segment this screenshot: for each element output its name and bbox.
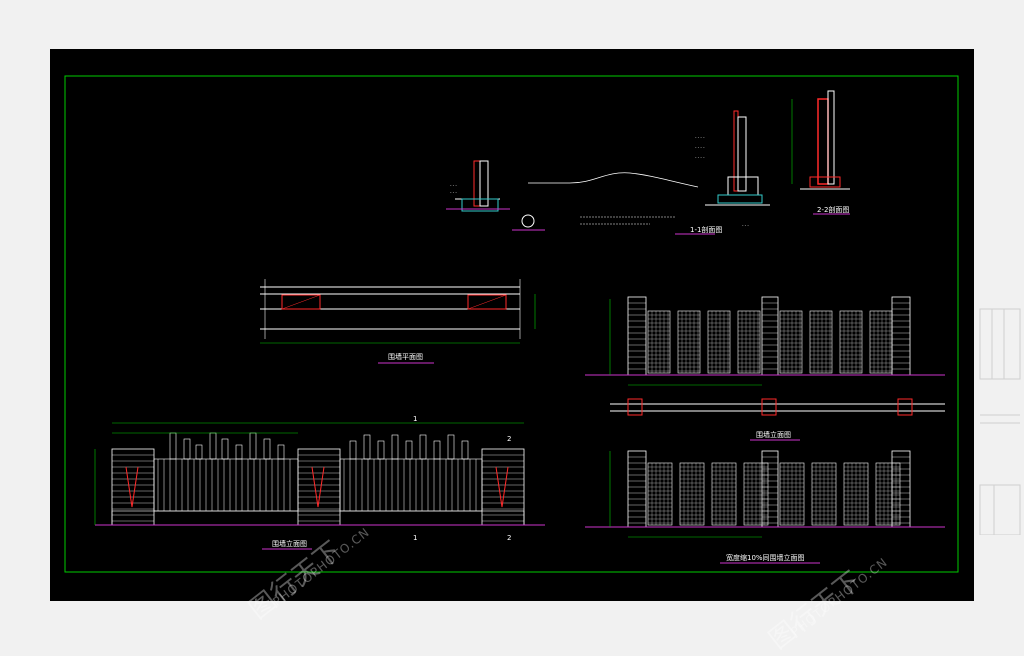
svg-text:- - - -: - - - - [695,155,705,160]
notes-text [580,216,675,225]
section-mark-1-bottom: 1 [413,534,417,542]
plan-strip [610,398,945,441]
label-section-2-2: 2-2剖面图 [817,205,849,214]
label-section-1-1: 1-1剖面图 [690,225,722,234]
svg-text:- - -: - - - [450,183,457,188]
section-mark-2: 2 [507,435,511,443]
section-detail-1-1: - - - - - - - - - - - - - - - [675,110,770,235]
wall-plan [260,279,536,364]
wall-elevation-right [585,296,945,386]
section-mark-2-bottom: 2 [507,534,511,542]
svg-text:- - -: - - - [742,223,749,228]
svg-text:- - - -: - - - - [695,135,705,140]
svg-text:- - -: - - - [450,190,457,195]
wall-elevation-bottom-right [585,450,945,538]
section-detail-2-2 [791,90,850,215]
section-mark-1: 1 [413,415,417,423]
side-drawing-fragment [979,308,1021,535]
label-wall-elevation-right: 围墙立面图 [756,430,791,439]
label-wall-elevation-bottom-right: 宽度缩10%同围墙立面图 [726,553,805,562]
circle-mark [512,214,545,231]
section-detail-small: - - - - - - [446,160,510,212]
wall-elevation-left [94,422,545,526]
cad-drawing-canvas[interactable]: - - - - - - - - - - - - - - - - - - - - … [50,49,974,601]
terrain-curve [528,172,699,188]
cad-drawing-svg: - - - - - - - - - - - - - - - - - - - - … [64,75,959,573]
label-wall-elevation-left: 围墙立面图 [272,539,307,548]
label-wall-plan: 围墙平面图 [388,352,423,361]
svg-text:- - - -: - - - - [695,145,705,150]
drawing-frame [64,75,959,573]
